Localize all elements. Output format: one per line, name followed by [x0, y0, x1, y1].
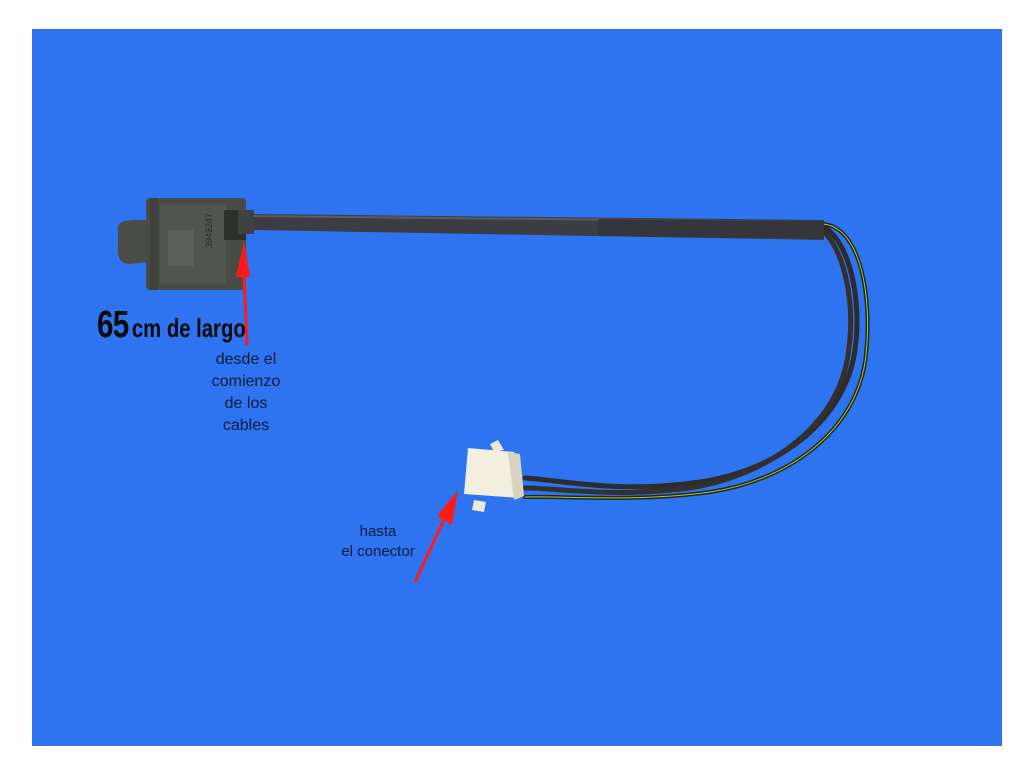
switch-marking: 3949247: [204, 213, 214, 248]
note-line: comienzo: [211, 373, 281, 390]
cable-start-note: desde el comienzo de los cables: [196, 349, 296, 437]
length-label: 65 cm de largo: [97, 304, 246, 347]
note-line: el conector: [341, 543, 415, 560]
arrow-connector: [413, 490, 458, 583]
note-line: cables: [222, 417, 270, 434]
wires: [522, 222, 870, 500]
terminal-connector: [464, 440, 524, 512]
arrow-cable-start: [236, 241, 250, 346]
connector-note: hasta el conector: [318, 522, 438, 562]
length-value: 65: [97, 304, 129, 346]
note-line: de los: [224, 395, 268, 412]
lid-switch-body: 3949247: [118, 198, 254, 290]
note-line: hasta: [359, 523, 397, 540]
note-line: desde el: [215, 351, 277, 368]
length-unit: cm de largo: [131, 313, 246, 343]
cable-sleeve: [251, 214, 825, 240]
